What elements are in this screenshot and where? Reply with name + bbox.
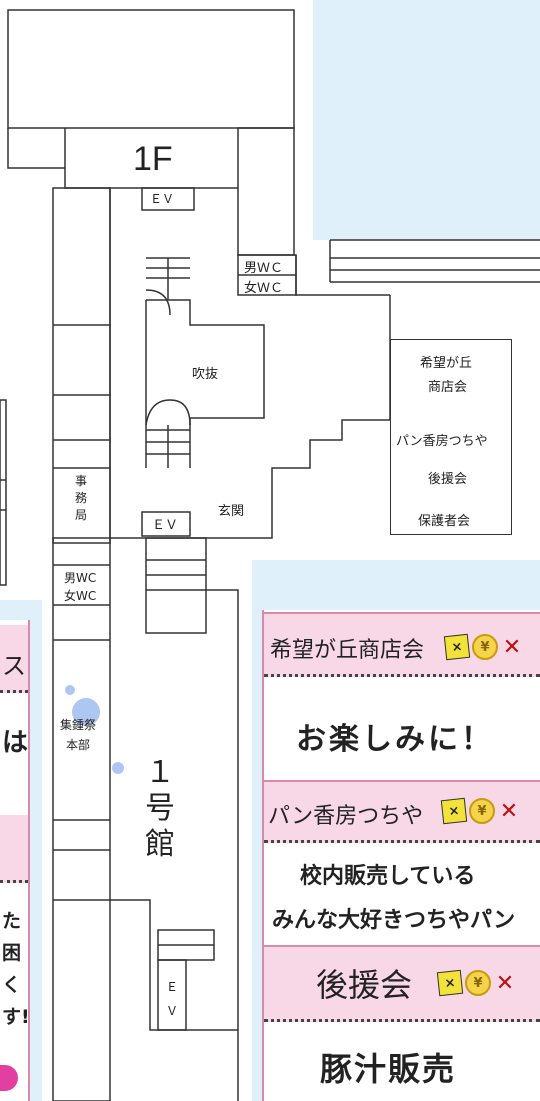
womens-wc-lower: 女WC bbox=[64, 589, 97, 603]
pink-dot bbox=[0, 1065, 18, 1091]
booth-box bbox=[390, 339, 512, 535]
no-cash-icon: ✕ bbox=[495, 970, 515, 996]
entrance-label: 玄関 bbox=[218, 504, 245, 519]
ev-label-top: ＥＶ bbox=[150, 192, 175, 206]
section-header-3-label: 後援会 bbox=[316, 966, 413, 1004]
no-cash-icon: ✕ bbox=[502, 634, 522, 660]
atrium-label: 吹抜 bbox=[192, 367, 219, 382]
ev-label-bottom: ＥＶ bbox=[166, 980, 179, 1018]
office-label: 事務局 bbox=[75, 474, 88, 522]
section-header-2-label: パン香房つちや bbox=[268, 804, 424, 829]
booth-item-1: 商店会 bbox=[428, 380, 468, 395]
left-line-4: す! bbox=[2, 1006, 30, 1028]
card-icon: × bbox=[443, 633, 471, 661]
left-line-1: た bbox=[2, 910, 22, 932]
mens-wc-upper: 男ＷＣ bbox=[244, 261, 284, 276]
booth-item-1a: 希望が丘 bbox=[420, 356, 473, 371]
section-header-1-label: 希望が丘商店会 bbox=[270, 638, 425, 663]
sky-panel-top-right bbox=[313, 0, 540, 240]
yen-coin-icon: ¥ bbox=[472, 634, 498, 660]
left-pink-bar-1 bbox=[0, 625, 28, 693]
booth-item-2: パン香房つちや bbox=[396, 434, 488, 449]
section-body-2-line-2: みんな大好きつちやパン bbox=[272, 908, 516, 933]
card-icon: × bbox=[440, 797, 468, 825]
booth-item-3: 後援会 bbox=[428, 472, 468, 487]
left-line-2: 困 bbox=[2, 942, 22, 964]
section-body-3: 豚汁販売 bbox=[320, 1050, 457, 1088]
building-label: １号館 bbox=[145, 755, 175, 862]
left-pink-bar-2 bbox=[0, 815, 28, 883]
section-header-3 bbox=[264, 945, 540, 1022]
left-text-3: た 困 く す! bbox=[2, 905, 30, 1033]
left-text-2: は bbox=[2, 728, 29, 758]
hq-label: 集鍾祭本部 bbox=[59, 718, 96, 752]
section-1-icons: × ¥ ✕ bbox=[443, 633, 523, 661]
no-cash-icon: ✕ bbox=[499, 798, 519, 824]
section-body-1: お楽しみに！ bbox=[296, 722, 494, 757]
section-body-2-line-1: 校内販売している bbox=[300, 864, 476, 889]
mens-wc-lower: 男WC bbox=[64, 571, 97, 585]
yen-coin-icon: ¥ bbox=[465, 970, 491, 996]
yen-coin-icon: ¥ bbox=[469, 798, 495, 824]
ev-label-mid: ＥＶ bbox=[152, 518, 179, 533]
card-icon: × bbox=[436, 969, 464, 997]
right-panel bbox=[262, 610, 540, 1101]
womens-wc-upper: 女ＷＣ bbox=[244, 281, 284, 296]
section-3-icons: × ¥ ✕ bbox=[436, 969, 516, 997]
left-text-1: ス bbox=[2, 652, 26, 680]
booth-item-4: 保護者会 bbox=[418, 514, 471, 529]
section-2-icons: × ¥ ✕ bbox=[440, 797, 520, 825]
left-line-3: く bbox=[2, 974, 22, 996]
floor-label: 1F bbox=[133, 140, 173, 178]
